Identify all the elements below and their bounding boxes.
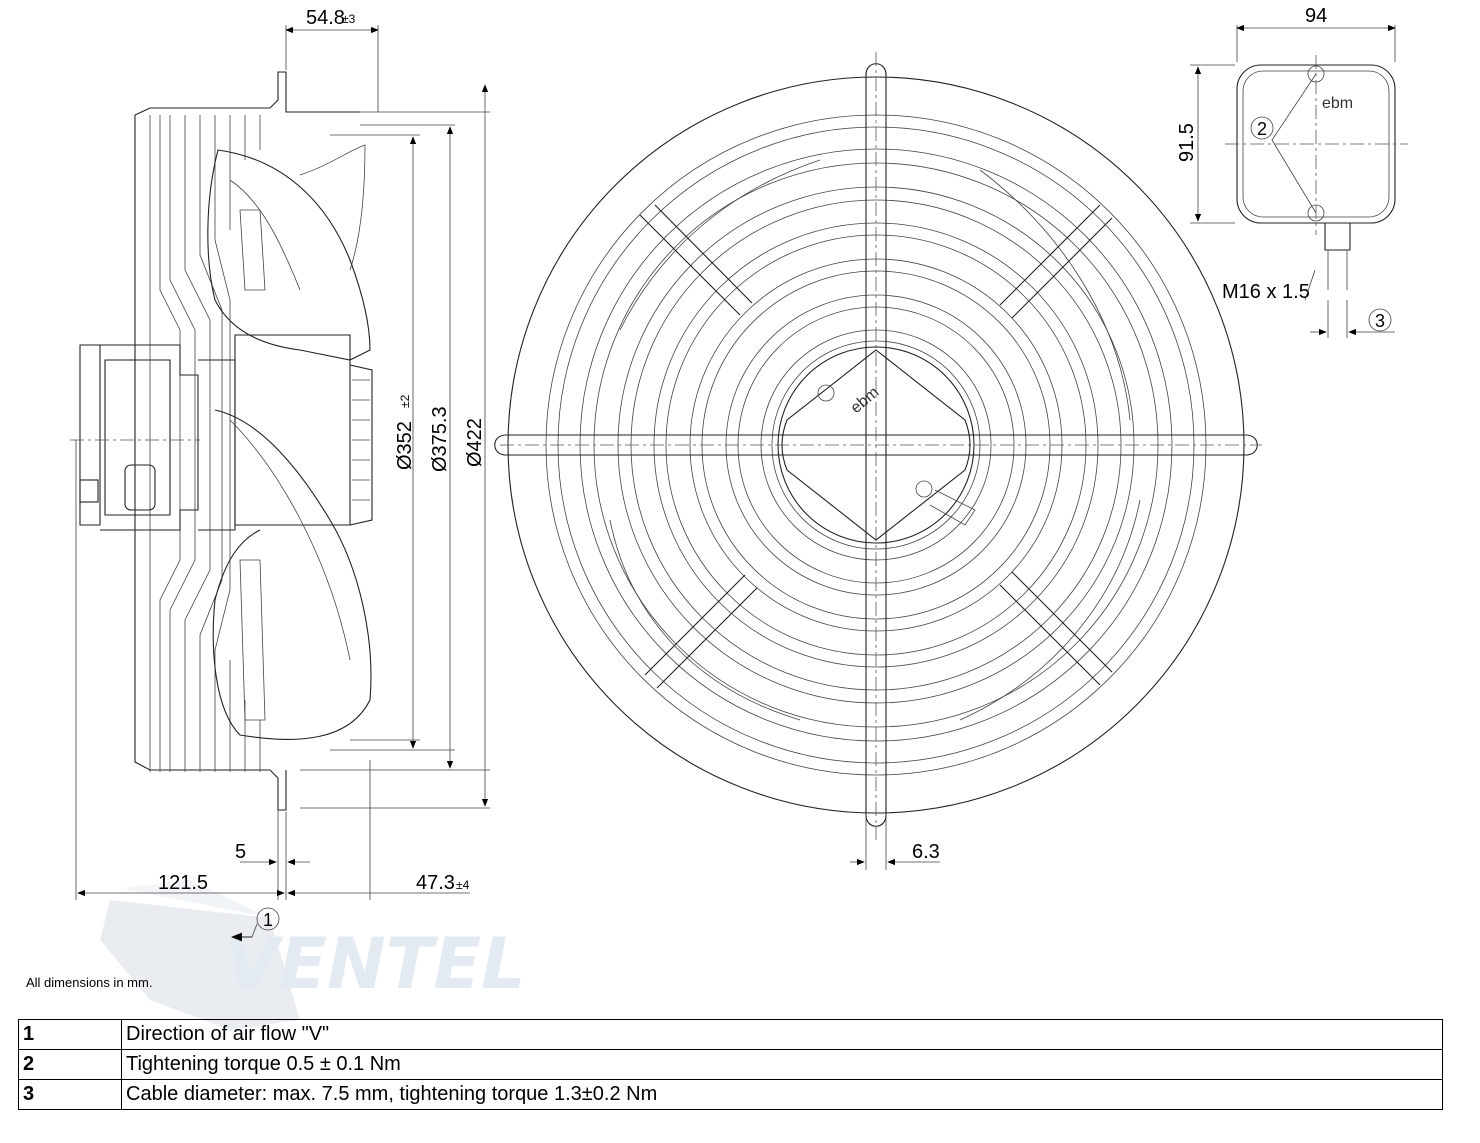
dim-top-offset: 54.8 bbox=[306, 7, 345, 29]
callout-3: 3 bbox=[1375, 311, 1385, 331]
table-row: 2 Tightening torque 0.5 ± 0.1 Nm bbox=[18, 1049, 1443, 1080]
terminal-box-detail: ebm 94 91.5 2 M16 x 1.5 3 bbox=[1176, 5, 1408, 338]
legend-num: 3 bbox=[18, 1079, 122, 1110]
dim-d375: Ø375.3 bbox=[429, 406, 451, 472]
dim-box-width: 94 bbox=[1305, 5, 1327, 27]
table-row: 1 Direction of air flow "V" bbox=[18, 1019, 1443, 1050]
legend-text: Tightening torque 0.5 ± 0.1 Nm bbox=[121, 1049, 1443, 1080]
legend-text: Cable diameter: max. 7.5 mm, tightening … bbox=[121, 1079, 1443, 1110]
legend-num: 1 bbox=[18, 1019, 122, 1050]
legend-table: 1 Direction of air flow "V" 2 Tightening… bbox=[18, 1019, 1443, 1110]
watermark-text: VENTEL bbox=[225, 923, 526, 1005]
dim-depth-47-tol: ±4 bbox=[456, 878, 470, 892]
dim-d422: Ø422 bbox=[464, 418, 486, 467]
dim-d352-tol: ±2 bbox=[398, 394, 412, 408]
table-row: 3 Cable diameter: max. 7.5 mm, tightenin… bbox=[18, 1079, 1443, 1110]
dim-rod-6: 6.3 bbox=[912, 841, 940, 863]
legend-num: 2 bbox=[18, 1049, 122, 1080]
box-brand-mark: ebm bbox=[1322, 95, 1353, 112]
front-brand-mark: ebm bbox=[848, 384, 883, 417]
callout-1: 1 bbox=[263, 910, 273, 930]
callout-2: 2 bbox=[1257, 119, 1267, 139]
fan-front-view: ebm 6.3 bbox=[494, 52, 1262, 870]
watermark-logo: VENTEL bbox=[100, 880, 526, 1030]
fan-side-view bbox=[70, 71, 373, 811]
side-view-dimensions: 54.8 ±3 Ø352 ±2 Ø375.3 Ø422 5 121.5 47.3… bbox=[75, 7, 490, 942]
dim-depth-47: 47.3 bbox=[416, 872, 455, 894]
dim-gap-5: 5 bbox=[235, 841, 246, 863]
dim-box-height: 91.5 bbox=[1176, 123, 1198, 162]
dim-thread: M16 x 1.5 bbox=[1222, 281, 1310, 303]
dim-depth-121: 121.5 bbox=[158, 872, 208, 894]
units-note: All dimensions in mm. bbox=[26, 975, 153, 990]
legend-text: Direction of air flow "V" bbox=[121, 1019, 1443, 1050]
dim-top-offset-tol: ±3 bbox=[342, 12, 356, 26]
dim-d352: Ø352 bbox=[394, 421, 416, 470]
